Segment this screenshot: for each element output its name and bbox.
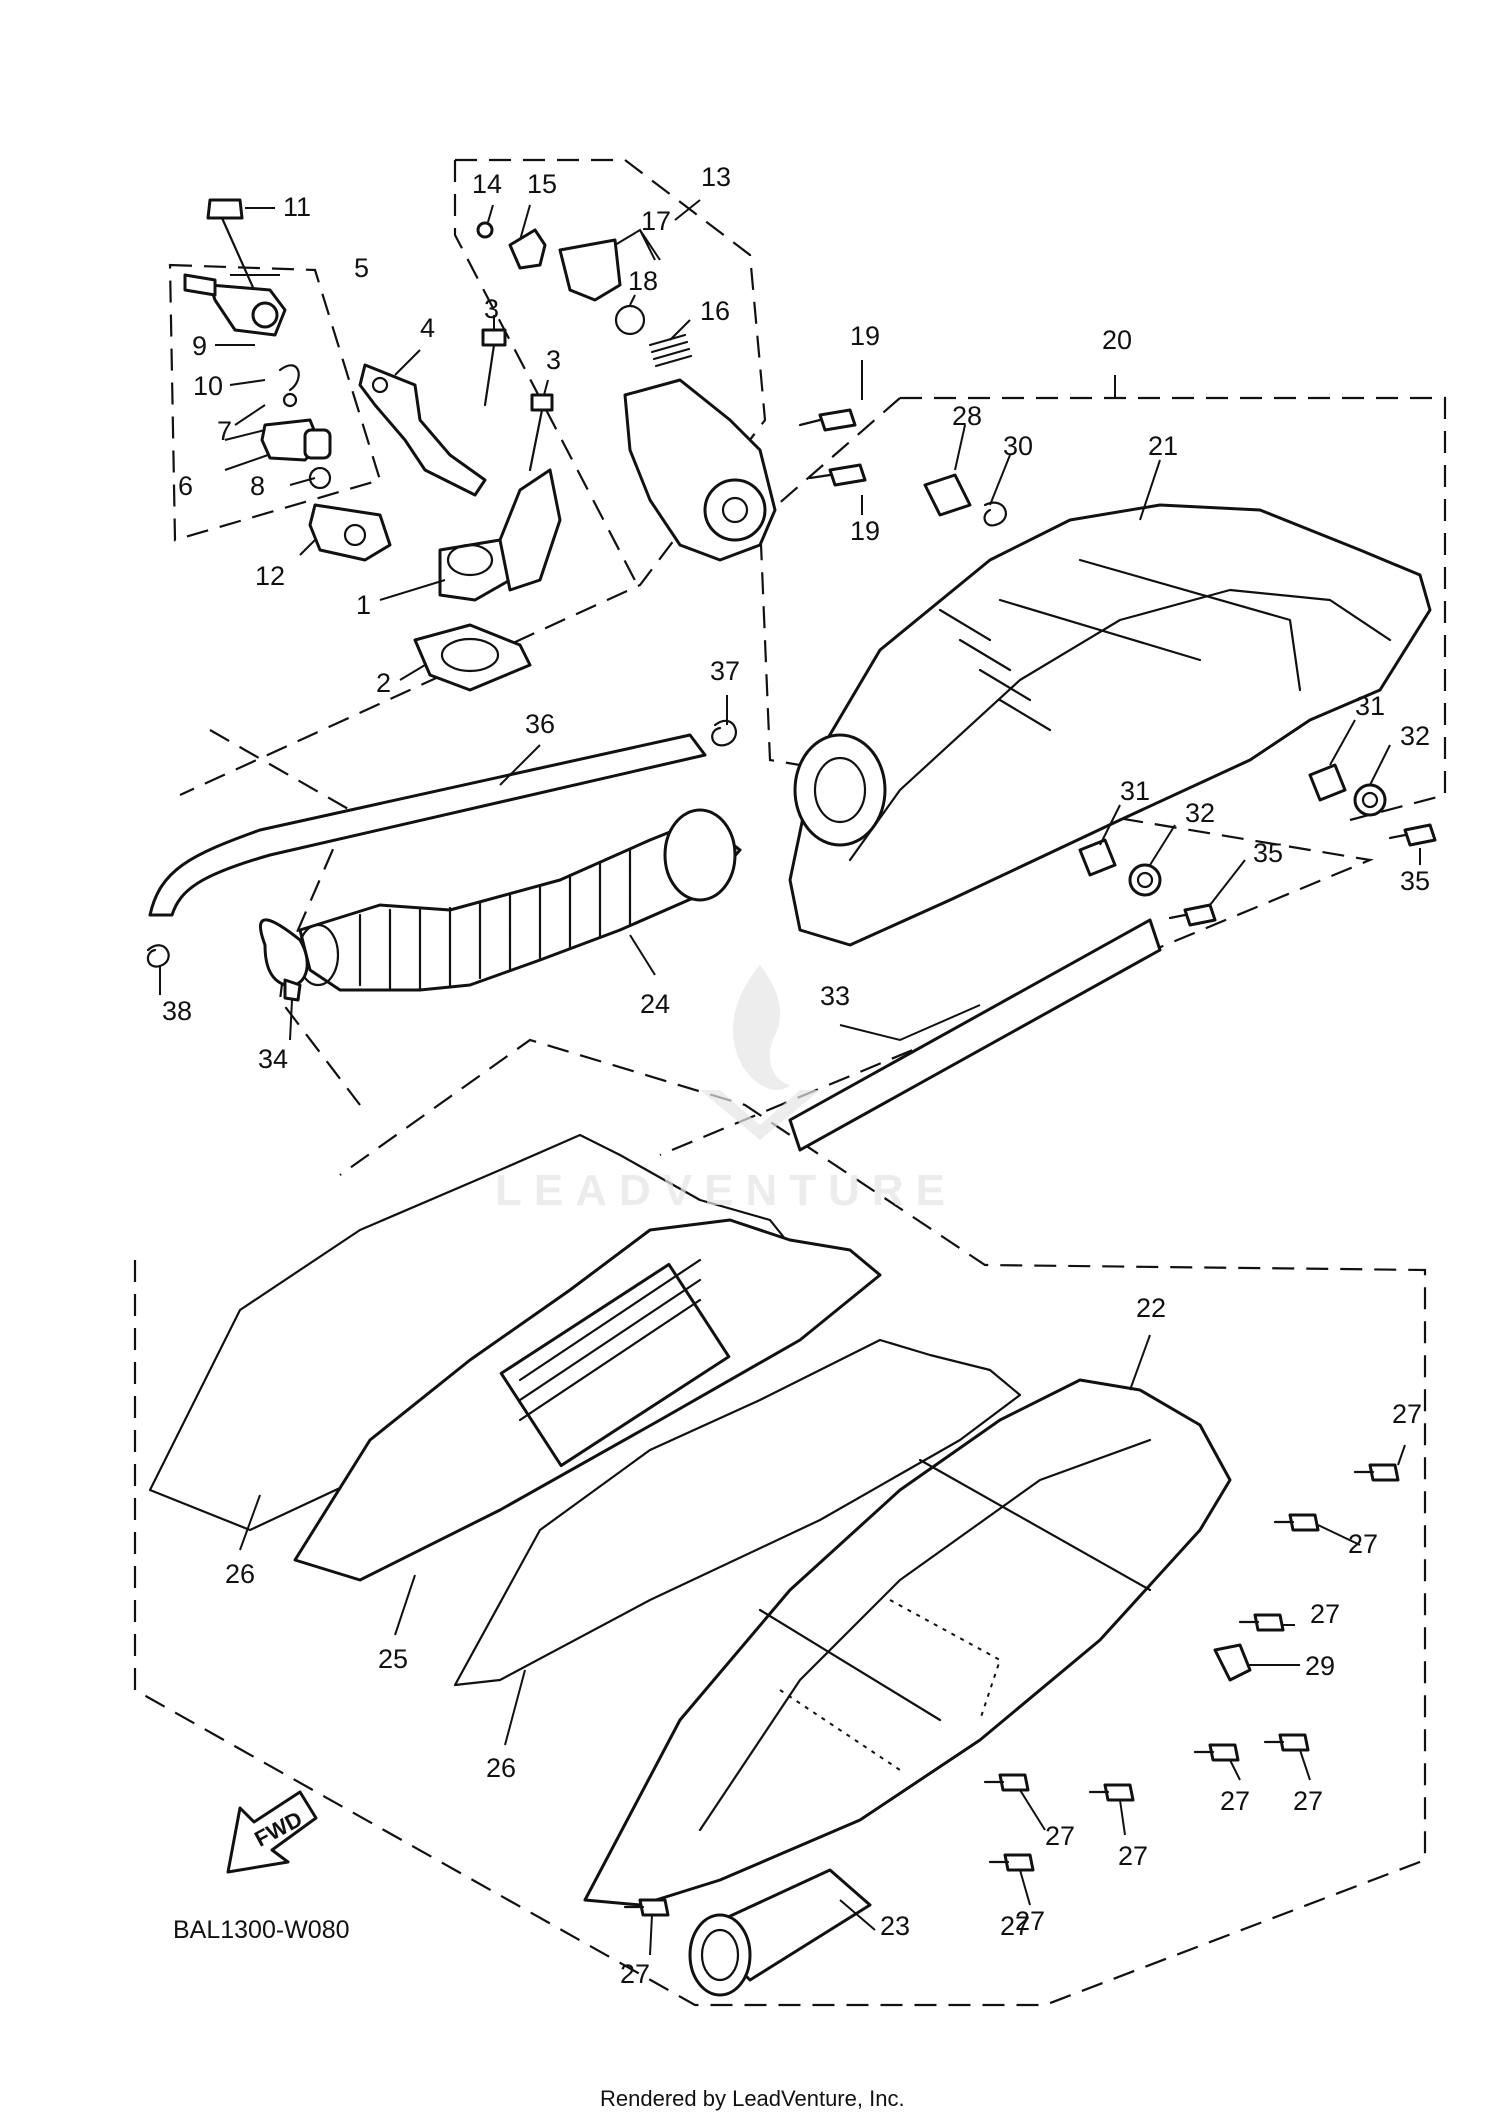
callout-27a: 27 bbox=[1392, 1399, 1422, 1429]
callout-30: 30 bbox=[1003, 431, 1033, 461]
callout-38: 38 bbox=[162, 996, 192, 1026]
callout-4: 4 bbox=[420, 313, 435, 343]
callout-27b: 27 bbox=[1348, 1529, 1378, 1559]
callout-3b: 3 bbox=[546, 345, 561, 375]
callout-27g: 27 bbox=[1118, 1841, 1148, 1871]
callout-25: 25 bbox=[378, 1644, 408, 1674]
callout-5: 5 bbox=[354, 253, 369, 283]
callout-19a: 19 bbox=[850, 321, 880, 351]
callout-35b: 35 bbox=[1400, 866, 1430, 896]
callout-32b: 32 bbox=[1185, 798, 1215, 828]
callout-11: 11 bbox=[283, 192, 311, 222]
callout-19b: 19 bbox=[850, 516, 880, 546]
callout-27i: 27 bbox=[620, 1959, 650, 1989]
callout-28: 28 bbox=[952, 401, 982, 431]
callout-15: 15 bbox=[527, 169, 557, 199]
callout-34: 34 bbox=[258, 1044, 288, 1074]
callout-12: 12 bbox=[255, 561, 285, 591]
callout-27c: 27 bbox=[1310, 1599, 1340, 1629]
part-shapes bbox=[146, 198, 1437, 1997]
callout-27f: 27 bbox=[1045, 1821, 1075, 1851]
callout-26a: 26 bbox=[225, 1559, 255, 1589]
callout-3a: 3 bbox=[484, 294, 499, 324]
callout-37: 37 bbox=[710, 656, 740, 686]
callout-32a: 32 bbox=[1400, 721, 1430, 751]
callout-17: 17 bbox=[641, 206, 671, 236]
callout-27h: 27 bbox=[1015, 1906, 1045, 1936]
callout-18: 18 bbox=[628, 266, 658, 296]
callout-16: 16 bbox=[700, 296, 730, 326]
callout-27d: 27 bbox=[1220, 1786, 1250, 1816]
callout-21: 21 bbox=[1148, 431, 1178, 461]
callout-26b: 26 bbox=[486, 1753, 516, 1783]
callout-7: 7 bbox=[217, 416, 232, 446]
group-boundaries bbox=[133, 158, 1447, 2007]
callout-36: 36 bbox=[525, 709, 555, 739]
watermark: LEADVENTURE bbox=[495, 965, 957, 1215]
callout-23: 23 bbox=[880, 1911, 910, 1941]
fwd-arrow: FWD bbox=[226, 1790, 318, 1874]
callout-29: 29 bbox=[1305, 1651, 1335, 1681]
callout-1: 1 bbox=[356, 590, 371, 620]
render-credit: Rendered by LeadVenture, Inc. bbox=[600, 2086, 905, 2111]
callout-2: 2 bbox=[376, 668, 391, 698]
callout-33: 33 bbox=[820, 981, 850, 1011]
callout-22: 22 bbox=[1136, 1293, 1166, 1323]
callout-27j: 27 bbox=[1000, 1911, 1030, 1941]
callout-31b: 31 bbox=[1120, 776, 1150, 806]
callout-31a: 31 bbox=[1355, 691, 1385, 721]
callout-35a: 35 bbox=[1253, 838, 1283, 868]
callout-10: 10 bbox=[193, 371, 223, 401]
callout-24: 24 bbox=[640, 989, 670, 1019]
callout-8: 8 bbox=[250, 471, 265, 501]
callout-20: 20 bbox=[1102, 325, 1132, 355]
callout-14: 14 bbox=[472, 169, 502, 199]
diagram-code: BAL1300-W080 bbox=[173, 1916, 350, 1944]
callout-27e: 27 bbox=[1293, 1786, 1323, 1816]
watermark-text: LEADVENTURE bbox=[495, 1166, 957, 1215]
callout-6: 6 bbox=[178, 471, 193, 501]
callout-9: 9 bbox=[192, 331, 207, 361]
callout-labels: 1 2 3 3 4 5 6 7 8 9 10 11 12 13 14 15 16… bbox=[162, 162, 1430, 1989]
leader-lines bbox=[159, 199, 1421, 1956]
callout-13: 13 bbox=[701, 162, 731, 192]
